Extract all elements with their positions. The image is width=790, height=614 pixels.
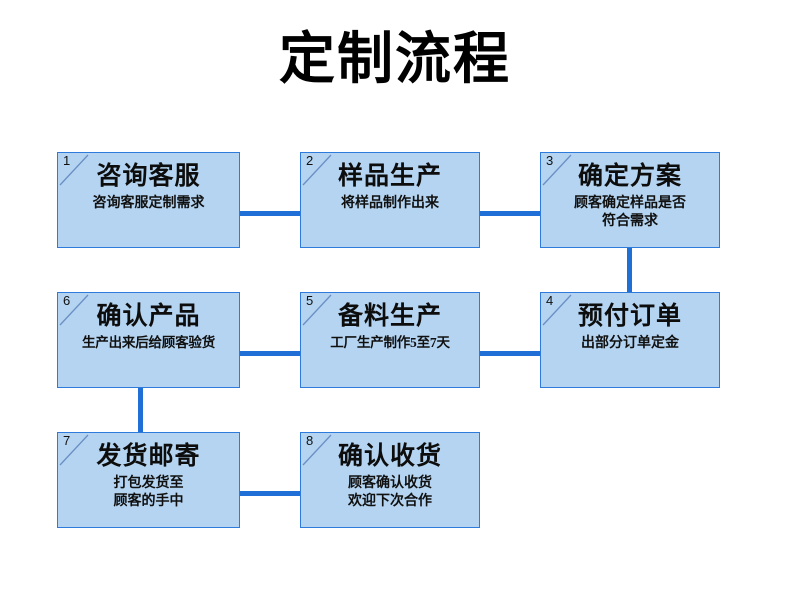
flow-node-5-subtitle: 工厂生产制作5至7天 (330, 335, 450, 350)
flow-node-2-body: 样品生产 将样品制作出来 (301, 153, 479, 247)
flow-node-7[interactable]: 发货邮寄 打包发货至 顾客的手中 7 (57, 432, 240, 528)
flow-node-6-number: 6 (63, 293, 71, 308)
flow-node-3-body: 确定方案 顾客确定样品是否 符合需求 (541, 153, 719, 247)
flow-node-5[interactable]: 备料生产 工厂生产制作5至7天 5 (300, 292, 480, 388)
flow-node-8-title: 确认收货 (337, 442, 442, 470)
flow-node-7-number: 7 (63, 433, 71, 448)
flow-node-5-title: 备料生产 (337, 302, 442, 330)
page-title: 定制流程 (279, 27, 511, 90)
connector-4-to-5 (480, 351, 540, 356)
flow-node-2-number: 2 (306, 153, 314, 168)
connector-2-to-3 (480, 211, 540, 216)
connector-7-to-8 (240, 491, 300, 496)
flow-node-4[interactable]: 预付订单 出部分订单定金 4 (540, 292, 720, 388)
flow-node-1-subtitle: 咨询客服定制需求 (92, 196, 205, 211)
flow-node-3-number: 3 (546, 153, 554, 168)
flow-node-4-number: 4 (546, 293, 554, 308)
flow-node-5-body: 备料生产 工厂生产制作5至7天 (301, 293, 479, 387)
flow-node-2-subtitle: 将样品制作出来 (341, 196, 439, 211)
connector-5-to-6 (240, 351, 300, 356)
flow-node-5-number: 5 (306, 293, 314, 308)
flow-node-2[interactable]: 样品生产 将样品制作出来 2 (300, 152, 480, 248)
flow-node-1[interactable]: 咨询客服 咨询客服定制需求 1 (57, 152, 240, 248)
flow-node-3[interactable]: 确定方案 顾客确定样品是否 符合需求 3 (540, 152, 720, 248)
flow-node-1-number: 1 (63, 153, 71, 168)
flow-node-8-number: 8 (306, 433, 314, 448)
flow-node-6[interactable]: 确认产品 生产出来后给顾客验货 6 (57, 292, 240, 388)
flow-node-4-body: 预付订单 出部分订单定金 (541, 293, 719, 387)
connector-6-to-7 (138, 388, 143, 438)
flow-node-3-subtitle: 顾客确定样品是否 符合需求 (574, 196, 686, 229)
flow-node-6-subtitle: 生产出来后给顾客验货 (82, 335, 215, 350)
flow-node-8-body: 确认收货 顾客确认收货 欢迎下次合作 (301, 433, 479, 527)
flow-node-1-title: 咨询客服 (96, 162, 201, 190)
flow-node-6-title: 确认产品 (96, 302, 201, 330)
flow-node-7-subtitle: 打包发货至 顾客的手中 (113, 476, 184, 509)
connector-3-to-4 (627, 248, 632, 298)
flow-node-4-subtitle: 出部分订单定金 (581, 336, 679, 351)
flow-node-3-title: 确定方案 (577, 162, 682, 190)
flow-node-1-body: 咨询客服 咨询客服定制需求 (58, 153, 239, 247)
flow-node-7-body: 发货邮寄 打包发货至 顾客的手中 (58, 433, 239, 527)
connector-1-to-2 (240, 211, 300, 216)
flow-node-2-title: 样品生产 (337, 162, 442, 190)
flow-node-6-body: 确认产品 生产出来后给顾客验货 (58, 293, 239, 387)
flow-node-7-title: 发货邮寄 (96, 442, 201, 470)
flow-node-4-title: 预付订单 (577, 302, 682, 330)
flow-node-8-subtitle: 顾客确认收货 欢迎下次合作 (348, 476, 432, 509)
flow-node-8[interactable]: 确认收货 顾客确认收货 欢迎下次合作 8 (300, 432, 480, 528)
